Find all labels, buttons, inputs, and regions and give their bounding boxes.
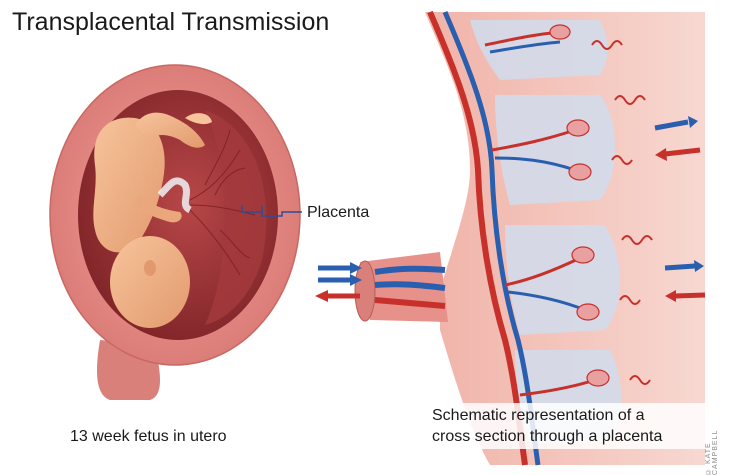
fetal-vein (442, 11, 541, 466)
umbilical-cord (354, 252, 448, 322)
fetus-figure (93, 112, 212, 328)
page-title: Transplacental Transmission (12, 8, 330, 36)
fetus-caption: 13 week fetus in utero (70, 428, 227, 445)
schematic-caption-line2: cross section through a placenta (432, 428, 663, 445)
schematic-caption-line1: Schematic representation of a (432, 407, 645, 424)
placenta-label: Placenta (307, 204, 370, 221)
maternal-artery (427, 10, 528, 466)
uterus-illustration (49, 64, 302, 400)
villous-tips (549, 24, 610, 387)
placenta-pointer (241, 206, 302, 217)
flow-arrows-cord (315, 262, 362, 302)
artist-credit: © KATE CAMPBELL (705, 429, 719, 475)
schematic-caption: Schematic representation of a cross sect… (428, 403, 706, 449)
placenta-region (205, 110, 267, 325)
flow-arrows-right (654, 116, 706, 302)
placenta-cross-section (425, 10, 706, 466)
